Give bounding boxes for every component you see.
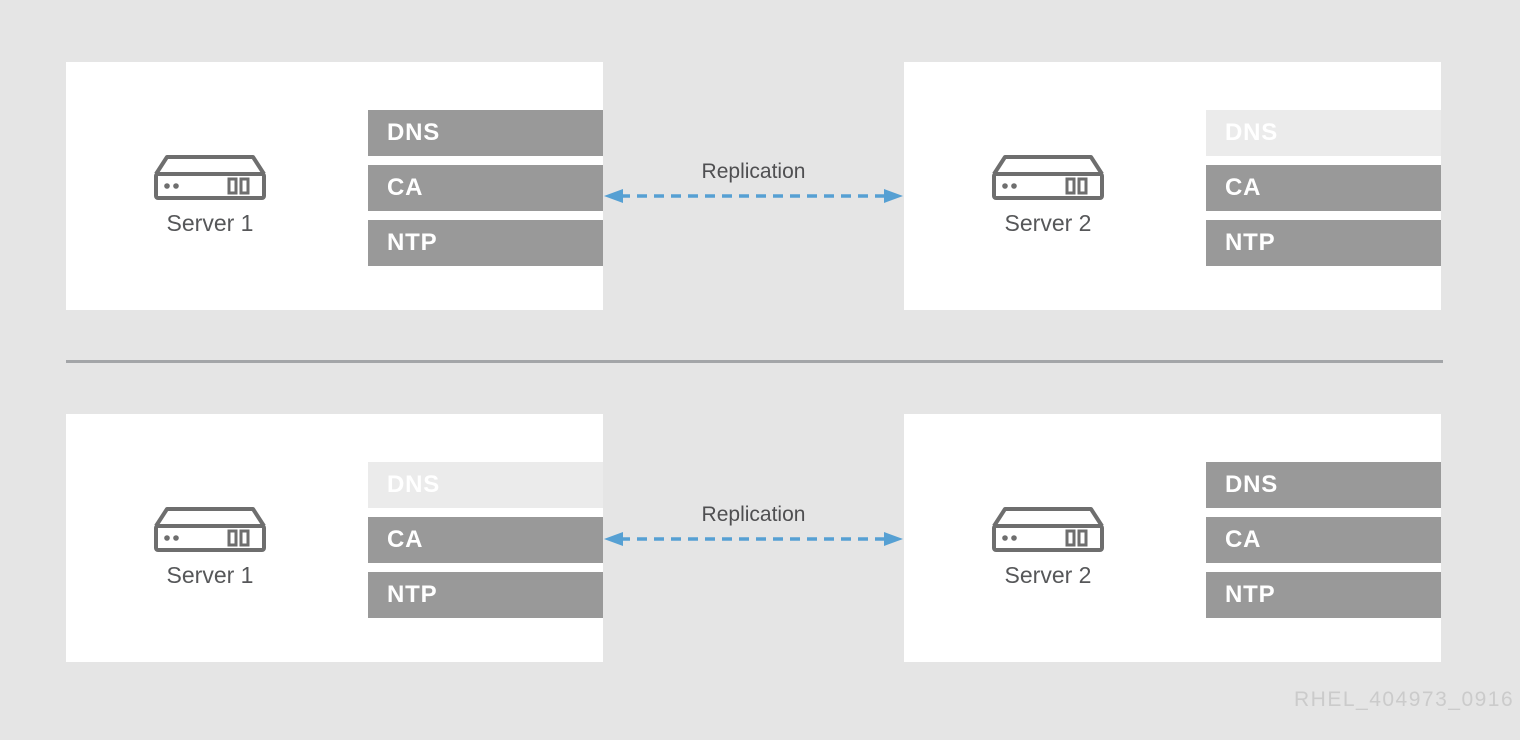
service-bar-ca: CA (368, 517, 603, 563)
replication-arrow-icon (604, 189, 903, 203)
service-bar-dns: DNS (368, 462, 603, 508)
service-stack: DNS CA NTP (1206, 110, 1441, 275)
service-bar-label: DNS (387, 471, 441, 498)
replication-label: Replication (701, 503, 806, 526)
service-bar-ca: CA (1206, 517, 1441, 563)
service-stack: DNS CA NTP (368, 110, 603, 275)
server2-card-bottom: Server 2 DNS CA NTP (904, 414, 1441, 662)
server-icon (154, 155, 266, 200)
replication-label: Replication (701, 160, 806, 183)
service-bar-ntp: NTP (368, 220, 603, 266)
service-bar-label: DNS (387, 119, 441, 146)
server1-card-bottom: Server 1 DNS CA NTP (66, 414, 603, 662)
service-bar-label: NTP (387, 229, 438, 256)
server-figure: Server 1 (153, 505, 267, 589)
server-icon (992, 507, 1104, 552)
server-label: Server 1 (166, 562, 254, 588)
replication-connector-top: Replication (603, 160, 904, 204)
replication-arrow-icon (604, 532, 903, 546)
service-bar-dns: DNS (368, 110, 603, 156)
service-bar-ntp: NTP (368, 572, 603, 618)
server-figure: Server 1 (153, 153, 267, 237)
server-label: Server 1 (166, 210, 254, 236)
server2-card-top: Server 2 DNS CA NTP (904, 62, 1441, 310)
server1-card-top: Server 1 DNS CA NTP (66, 62, 603, 310)
server-label: Server 2 (1004, 210, 1092, 236)
service-bar-dns: DNS (1206, 110, 1441, 156)
service-bar-label: DNS (1225, 119, 1279, 146)
server-icon (992, 155, 1104, 200)
server-figure: Server 2 (991, 505, 1105, 589)
service-bar-label: CA (1225, 526, 1262, 553)
service-bar-label: NTP (387, 581, 438, 608)
watermark-label: RHEL_404973_0916 (1294, 688, 1515, 711)
service-bar-label: DNS (1225, 471, 1279, 498)
service-bar-label: CA (387, 526, 424, 553)
service-bar-label: CA (387, 174, 424, 201)
service-bar-label: CA (1225, 174, 1262, 201)
replication-connector-bottom: Replication (603, 503, 904, 547)
server-icon (154, 507, 266, 552)
server-figure: Server 2 (991, 153, 1105, 237)
service-bar-ntp: NTP (1206, 572, 1441, 618)
service-bar-ntp: NTP (1206, 220, 1441, 266)
service-bar-dns: DNS (1206, 462, 1441, 508)
service-bar-label: NTP (1225, 229, 1276, 256)
service-bar-ca: CA (368, 165, 603, 211)
server-label: Server 2 (1004, 562, 1092, 588)
section-divider (66, 360, 1443, 363)
service-bar-ca: CA (1206, 165, 1441, 211)
service-stack: DNS CA NTP (368, 462, 603, 627)
service-stack: DNS CA NTP (1206, 462, 1441, 627)
service-bar-label: NTP (1225, 581, 1276, 608)
